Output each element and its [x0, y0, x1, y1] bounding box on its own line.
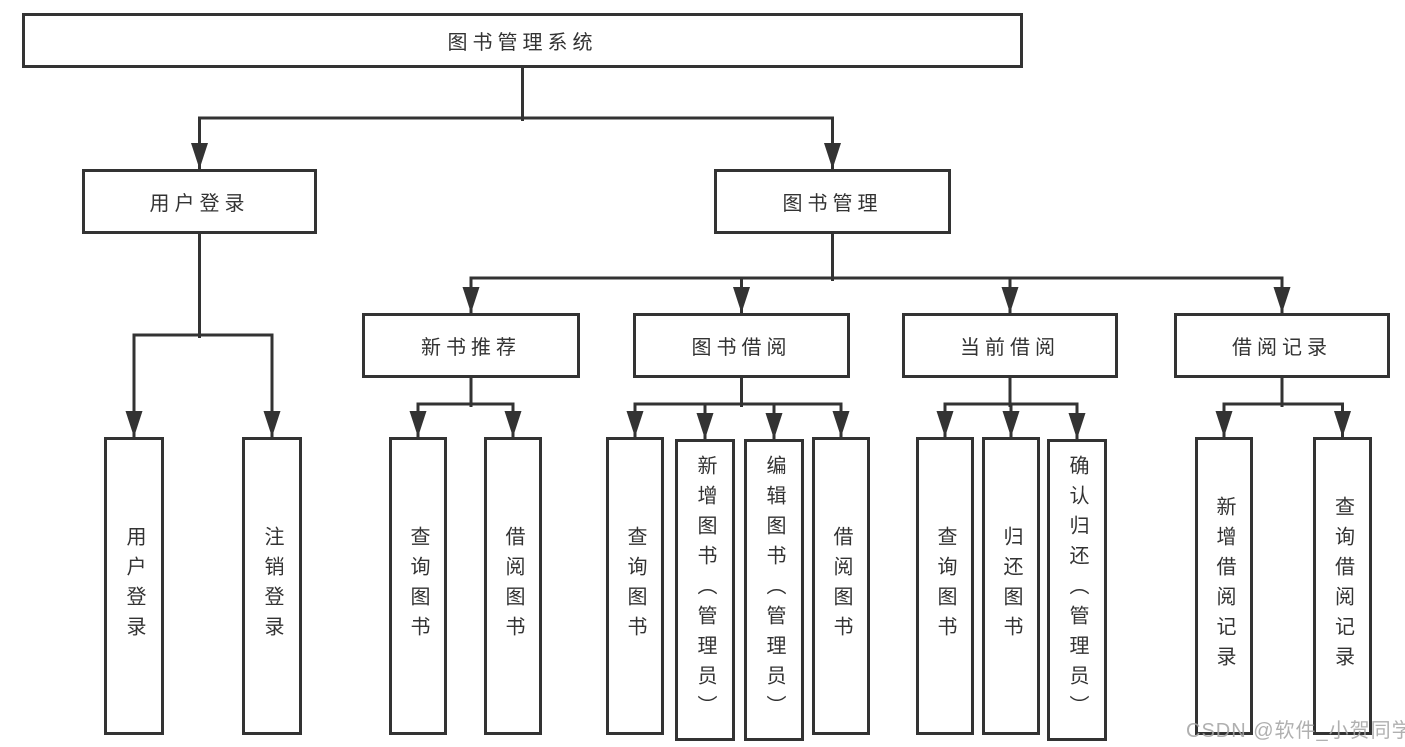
node-new-book-recommend: 新书推荐	[362, 313, 580, 378]
node-leaf-add-borrow-record: 新增借阅记录	[1195, 437, 1253, 735]
node-leaf-logout: 注销登录	[242, 437, 302, 735]
node-leaf-search-borrow-record: 查询借阅记录	[1313, 437, 1372, 735]
node-leaf-confirm-return-admin: 确认归还（管理员）	[1047, 439, 1107, 741]
connector-new-book-rec	[409, 376, 522, 437]
node-leaf-search-book-current: 查询图书	[916, 437, 974, 735]
connector-borrow-record	[1215, 376, 1351, 437]
node-leaf-return-book: 归还图书	[982, 437, 1040, 735]
connector-book-mgmt	[462, 232, 1291, 313]
leaf-label: 归还图书	[1000, 526, 1022, 646]
node-leaf-borrow-book-recommend: 借阅图书	[484, 437, 542, 735]
connector-root	[191, 66, 841, 169]
node-book-borrowing: 图书借阅	[633, 313, 850, 378]
leaf-label: 查询图书	[407, 526, 429, 646]
leaf-label: 用户登录	[123, 526, 145, 646]
leaf-label: 查询图书	[624, 526, 646, 646]
leaf-label: 借阅图书	[830, 526, 852, 646]
leaf-label: 新增图书（管理员）	[694, 455, 716, 725]
node-leaf-search-book: 查询图书	[606, 437, 664, 735]
leaf-label: 借阅图书	[502, 526, 524, 646]
leaf-label: 确认归还（管理员）	[1066, 455, 1088, 725]
leaf-label: 注销登录	[261, 526, 283, 646]
leaf-label: 查询图书	[934, 526, 956, 646]
leaf-label: 查询借阅记录	[1331, 496, 1354, 676]
node-root-library-system: 图书管理系统	[22, 13, 1023, 68]
node-leaf-add-book-admin: 新增图书（管理员）	[675, 439, 735, 741]
leaf-label: 新增借阅记录	[1213, 496, 1235, 676]
watermark: CSDN @软件_小贺同学	[1186, 720, 1405, 742]
node-user-login: 用户登录	[82, 169, 317, 234]
node-leaf-user-login: 用户登录	[104, 437, 164, 735]
connector-user-login	[125, 232, 281, 437]
node-current-borrowing: 当前借阅	[902, 313, 1118, 378]
connector-current-borrow	[936, 376, 1086, 439]
node-leaf-edit-book-admin: 编辑图书（管理员）	[744, 439, 804, 741]
node-leaf-search-book-recommend: 查询图书	[389, 437, 447, 735]
node-borrow-records: 借阅记录	[1174, 313, 1390, 378]
node-book-management: 图书管理	[714, 169, 951, 234]
leaf-label: 编辑图书（管理员）	[763, 455, 785, 725]
node-leaf-borrow-book: 借阅图书	[812, 437, 870, 735]
connector-book-borrow	[626, 376, 850, 439]
